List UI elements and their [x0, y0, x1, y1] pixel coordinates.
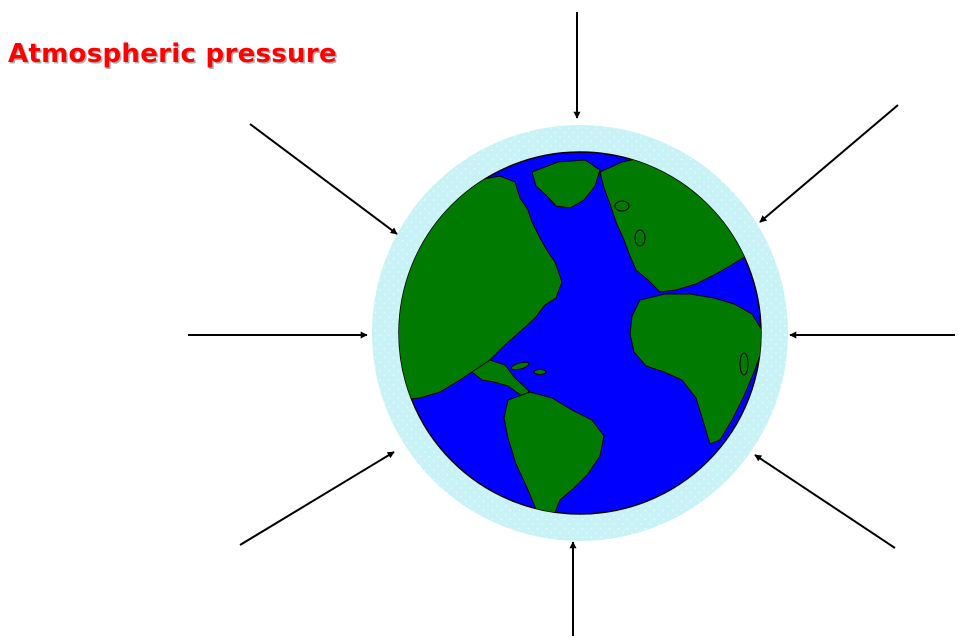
- arrow-icon-lower-right: [754, 454, 896, 549]
- africa-landmass: [629, 293, 761, 445]
- north-america-landmass: [399, 175, 563, 401]
- arrow-icon-lower-left: [239, 451, 395, 546]
- pressure-arrows: [188, 12, 955, 636]
- arrow-icon-upper-right: [759, 104, 899, 223]
- greenland-landmass: [531, 159, 601, 209]
- south-america-landmass: [503, 391, 605, 514]
- diagram-title: Atmospheric pressure: [8, 39, 337, 69]
- earth-globe-icon: [398, 151, 762, 515]
- arrow-icon-upper-left: [249, 123, 398, 235]
